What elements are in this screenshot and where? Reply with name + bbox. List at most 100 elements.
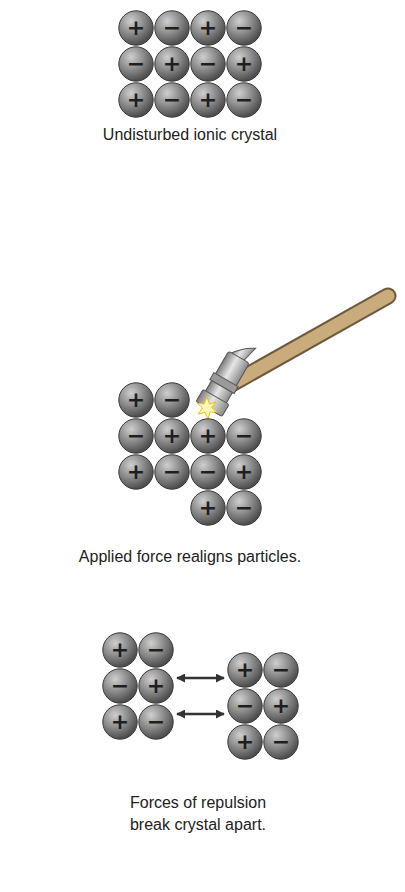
ion-sphere: − bbox=[154, 454, 190, 490]
charge-sign: + bbox=[199, 17, 217, 39]
charge-sign: − bbox=[272, 731, 290, 753]
charge-sign: − bbox=[163, 461, 181, 483]
ion-sphere: + bbox=[118, 382, 154, 418]
charge-sign: − bbox=[111, 675, 129, 697]
repulsion-arrow bbox=[177, 677, 224, 680]
sphere-outline bbox=[119, 383, 153, 417]
sphere-outline bbox=[155, 455, 189, 489]
sphere-outline bbox=[103, 633, 137, 667]
ion-sphere: + bbox=[190, 10, 226, 46]
charge-sign: + bbox=[147, 675, 165, 697]
charge-sign: + bbox=[127, 17, 145, 39]
sphere-outline bbox=[119, 419, 153, 453]
charge-sign: + bbox=[163, 53, 181, 75]
charge-sign: − bbox=[199, 53, 217, 75]
caption: Applied force realigns particles. bbox=[79, 546, 301, 568]
charge-sign: − bbox=[163, 89, 181, 111]
sphere-outline bbox=[119, 11, 153, 45]
sphere-outline bbox=[103, 705, 137, 739]
ion-sphere: − bbox=[190, 454, 226, 490]
sphere-outline bbox=[264, 653, 298, 687]
charge-sign: − bbox=[127, 53, 145, 75]
sphere-outline bbox=[103, 669, 137, 703]
sphere-outline bbox=[191, 11, 225, 45]
charge-sign: + bbox=[127, 461, 145, 483]
charge-sign: − bbox=[127, 425, 145, 447]
charge-sign: + bbox=[111, 639, 129, 661]
hammer-handle-outline bbox=[228, 296, 388, 386]
ion-sphere: + bbox=[226, 46, 262, 82]
ion-sphere: − bbox=[263, 652, 299, 688]
sphere-outline bbox=[155, 419, 189, 453]
sphere-outline bbox=[139, 705, 173, 739]
sphere-outline bbox=[155, 383, 189, 417]
sphere-outline bbox=[227, 455, 261, 489]
charge-sign: − bbox=[147, 711, 165, 733]
sphere-outline bbox=[191, 491, 225, 525]
sphere-outline bbox=[227, 47, 261, 81]
charge-sign: + bbox=[199, 497, 217, 519]
charge-sign: − bbox=[235, 17, 253, 39]
ion-sphere: + bbox=[190, 490, 226, 526]
ion-sphere: + bbox=[227, 652, 263, 688]
ion-sphere: + bbox=[226, 454, 262, 490]
sphere-outline bbox=[191, 83, 225, 117]
charge-sign: − bbox=[163, 17, 181, 39]
sphere-outline bbox=[227, 419, 261, 453]
hammer-handle bbox=[228, 296, 388, 386]
sphere-outline bbox=[264, 725, 298, 759]
sphere-outline bbox=[228, 725, 262, 759]
charge-sign: − bbox=[235, 425, 253, 447]
ion-sphere: − bbox=[227, 688, 263, 724]
caption-box: Applied force realigns particles. bbox=[30, 546, 350, 568]
ion-sphere: + bbox=[118, 82, 154, 118]
ion-sphere: − bbox=[154, 382, 190, 418]
ion-sphere: − bbox=[154, 10, 190, 46]
charge-sign: + bbox=[127, 89, 145, 111]
charge-sign: + bbox=[236, 731, 254, 753]
sphere-outline bbox=[155, 83, 189, 117]
sphere-outline bbox=[139, 669, 173, 703]
sphere-outline bbox=[264, 689, 298, 723]
sphere-outline bbox=[228, 689, 262, 723]
charge-sign: − bbox=[235, 89, 253, 111]
ion-sphere: + bbox=[138, 668, 174, 704]
charge-sign: + bbox=[272, 695, 290, 717]
sphere-outline bbox=[227, 491, 261, 525]
ion-sphere: + bbox=[154, 46, 190, 82]
ion-sphere: + bbox=[102, 704, 138, 740]
sphere-outline bbox=[155, 47, 189, 81]
charge-sign: + bbox=[127, 389, 145, 411]
charge-sign: + bbox=[111, 711, 129, 733]
sphere-outline bbox=[191, 47, 225, 81]
sphere-outline bbox=[227, 11, 261, 45]
caption: Forces of repulsion break crystal apart. bbox=[111, 792, 286, 835]
ion-sphere: − bbox=[226, 82, 262, 118]
ion-sphere: − bbox=[226, 10, 262, 46]
charge-sign: + bbox=[163, 425, 181, 447]
ion-sphere: − bbox=[138, 632, 174, 668]
ion-sphere: − bbox=[154, 82, 190, 118]
ion-sphere: + bbox=[190, 82, 226, 118]
ion-sphere: − bbox=[263, 724, 299, 760]
ion-sphere: + bbox=[154, 418, 190, 454]
sphere-outline bbox=[228, 653, 262, 687]
repulsion-arrow bbox=[177, 713, 224, 716]
ion-sphere: + bbox=[102, 632, 138, 668]
charge-sign: − bbox=[236, 695, 254, 717]
charge-sign: − bbox=[272, 659, 290, 681]
ion-sphere: − bbox=[118, 46, 154, 82]
ion-sphere: − bbox=[118, 418, 154, 454]
impact-burst bbox=[197, 397, 217, 419]
sphere-outline bbox=[227, 83, 261, 117]
sphere-outline bbox=[119, 47, 153, 81]
charge-sign: + bbox=[235, 53, 253, 75]
ion-sphere: − bbox=[190, 46, 226, 82]
charge-sign: − bbox=[199, 461, 217, 483]
sphere-outline bbox=[119, 83, 153, 117]
sphere-outline bbox=[119, 455, 153, 489]
ion-sphere: + bbox=[227, 724, 263, 760]
charge-sign: + bbox=[235, 461, 253, 483]
ion-sphere: + bbox=[118, 10, 154, 46]
